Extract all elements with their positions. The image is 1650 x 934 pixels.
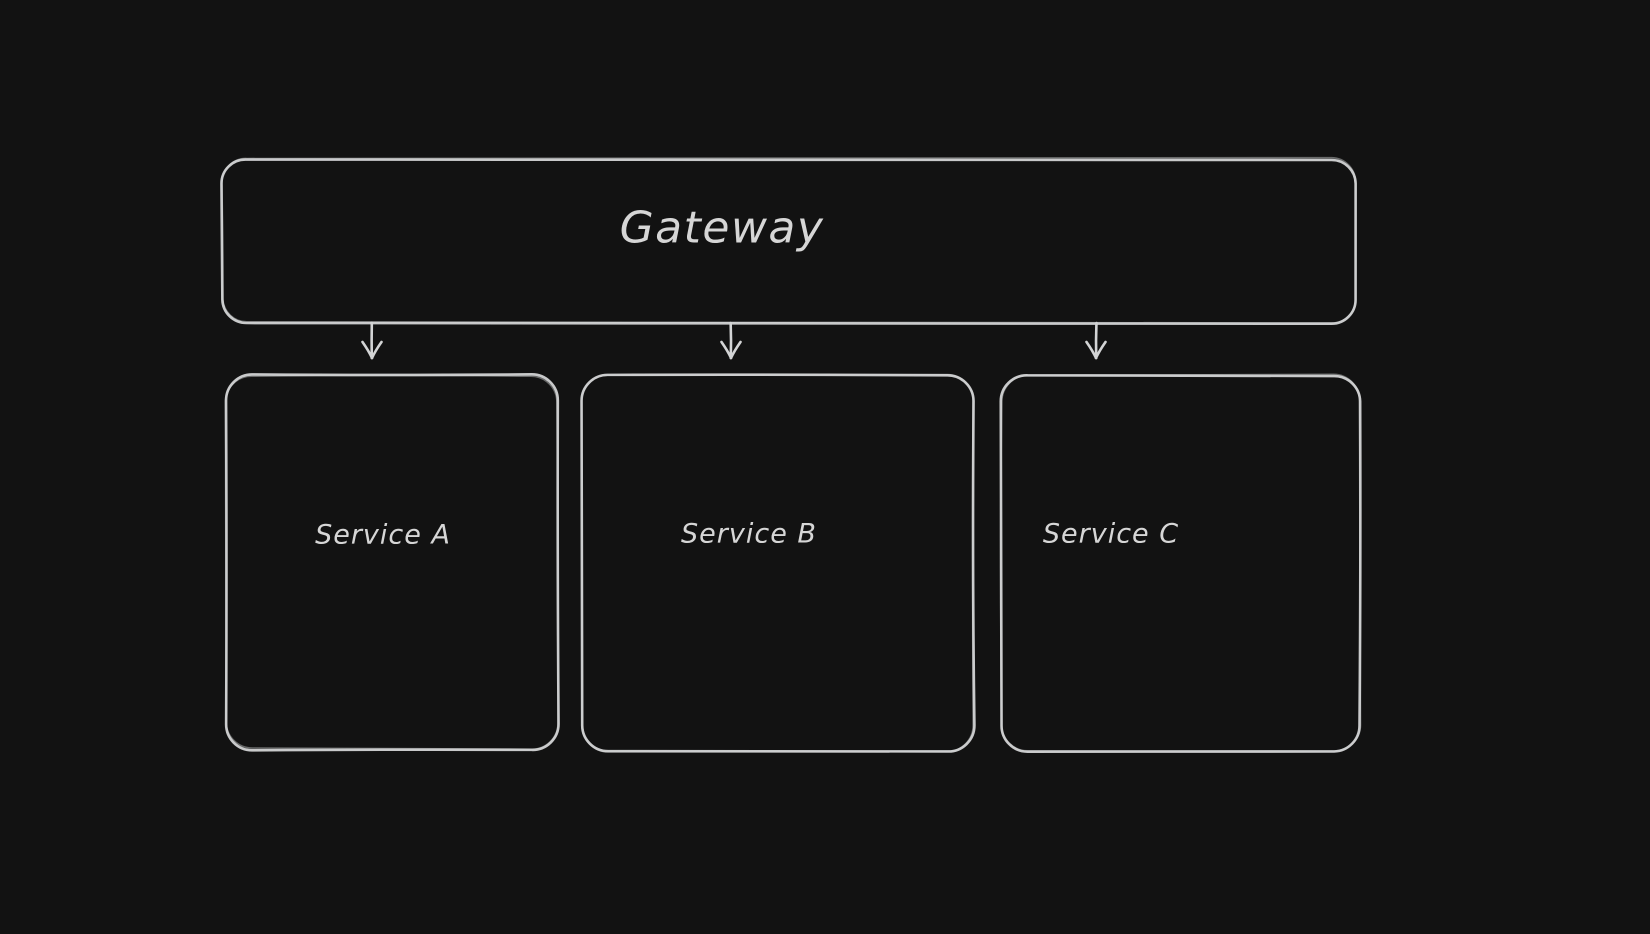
node-service-b[interactable] — [583, 375, 973, 752]
node-outline-gateway — [220, 157, 1357, 326]
node-service-c[interactable] — [1001, 375, 1360, 752]
node-service-a[interactable] — [227, 375, 557, 749]
node-outline-sketch-gateway — [221, 156, 1357, 325]
arrow-head-right-edge-gateway-service-b — [729, 340, 742, 360]
edge-gateway-service-c[interactable] — [1084, 323, 1108, 359]
edge-gateway-service-b[interactable] — [719, 323, 743, 359]
node-outline-service-a — [224, 373, 560, 752]
edge-gateway-service-a[interactable] — [360, 323, 384, 359]
node-outline-sketch-service-c — [999, 373, 1362, 752]
node-outline-service-c — [999, 374, 1362, 753]
arrow-head-right-edge-gateway-service-c — [1094, 340, 1107, 360]
node-outline-service-b — [580, 373, 976, 753]
node-outline-sketch-service-a — [224, 374, 559, 750]
node-outline-sketch-service-b — [580, 373, 974, 753]
node-gateway[interactable] — [222, 159, 1355, 323]
arrow-head-right-edge-gateway-service-a — [370, 340, 383, 360]
